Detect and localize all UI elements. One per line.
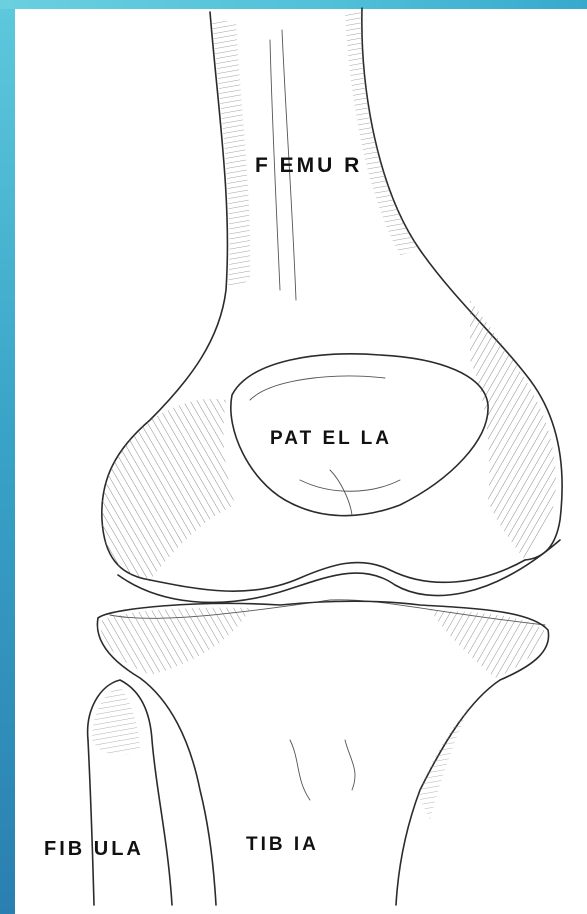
patella-label: PAT EL LA [270, 428, 392, 449]
femur-bone [102, 8, 562, 591]
tibia-bone [97, 601, 548, 905]
tibia-label: TIB IA [246, 834, 319, 855]
fibula-label: FIB ULA [44, 838, 144, 860]
femur-label: F EMU R [255, 154, 362, 177]
fibula-bone [88, 680, 172, 905]
